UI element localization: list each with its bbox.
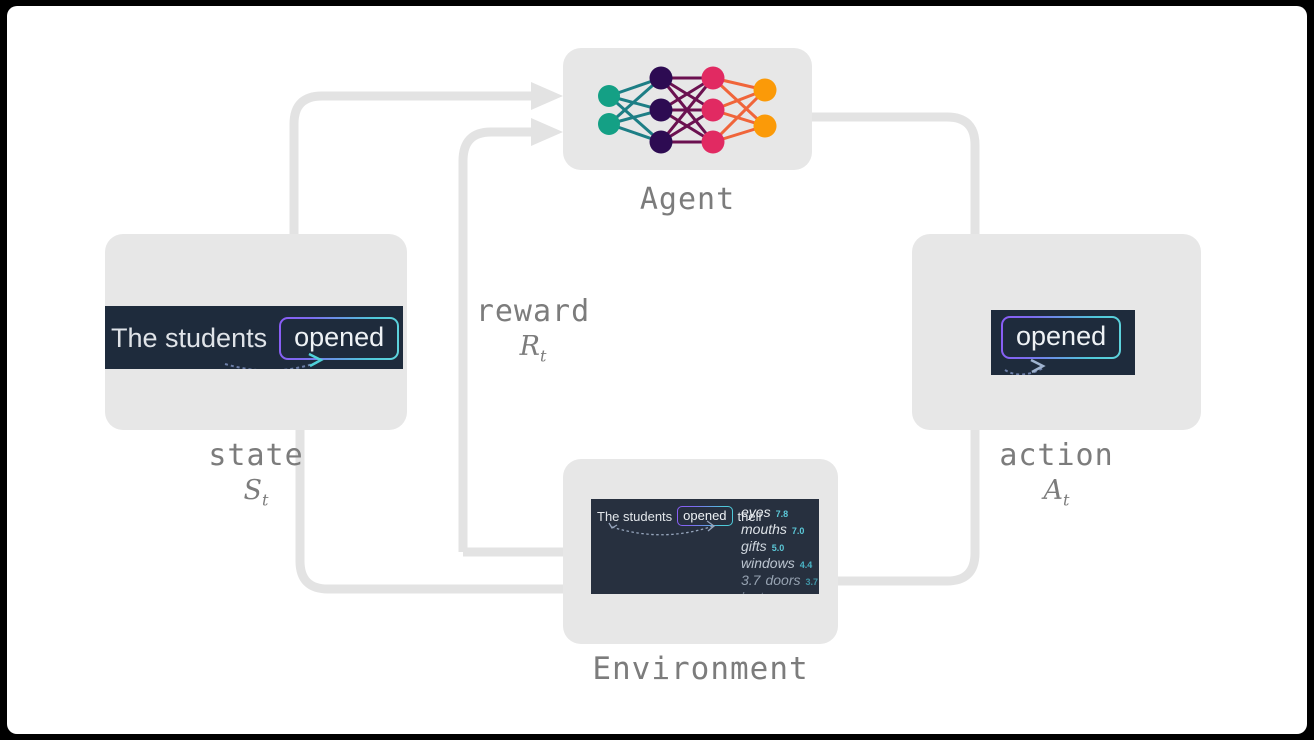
prediction-word-label: doors [765, 572, 801, 588]
agent-caption-label: Agent [639, 182, 736, 217]
prediction-score: 3.7 [805, 577, 819, 587]
prediction-row: windows 4.4 [741, 555, 818, 571]
reward-caption-label: reward [475, 294, 591, 329]
neural-network-icon [598, 66, 777, 154]
action-caption-label: action [999, 438, 1114, 473]
environment-suffix-text: their [737, 508, 763, 524]
prediction-row: gifts 5.0 [741, 538, 818, 554]
prediction-score: 7.8 [775, 509, 789, 519]
wire-state-to-agent [289, 91, 531, 234]
connector-layer [289, 82, 980, 594]
environment-caption: Environment [523, 651, 878, 687]
prediction-word: windows [741, 555, 795, 571]
prediction-word: gifts [741, 538, 767, 554]
action-symbol-letter: A [1043, 475, 1064, 506]
reward-caption-symbol: Rt [447, 331, 619, 365]
prediction-score: 7.0 [791, 526, 805, 536]
state-token-opened: opened [279, 317, 399, 360]
environment-prefix-text: The students [597, 508, 673, 524]
prediction-row: mouths 7.0 [741, 521, 818, 537]
environment-text-panel: The students opened their eyes 7.8 mouth… [591, 499, 819, 594]
action-text-panel: opened [991, 310, 1135, 375]
prediction-score: 4.4 [799, 560, 813, 570]
action-caption-symbol: At [912, 475, 1201, 509]
prediction-word: 3.7 [741, 572, 761, 588]
environment-caption-label: Environment [592, 651, 809, 687]
state-symbol-letter: S [243, 475, 263, 506]
reward-caption: reward Rt [447, 294, 619, 365]
environment-prediction-list: eyes 7.8 mouths 7.0 gifts 5.0 windows 4.… [741, 504, 818, 594]
environment-sentence: The students opened their [597, 506, 763, 526]
wire-state-to-environment [295, 430, 563, 594]
prediction-word: laptops [741, 589, 786, 594]
agent-caption: Agent [563, 182, 812, 217]
environment-card: The students opened their eyes 7.8 mouth… [563, 459, 838, 644]
prediction-score: 5.0 [771, 543, 785, 553]
state-text-panel: The students opened [105, 306, 403, 369]
wire-agent-to-action [812, 112, 980, 234]
state-card: The students opened [105, 234, 407, 430]
state-sentence: The students opened [111, 317, 399, 360]
agent-card [563, 48, 812, 170]
state-caption: state St [105, 438, 407, 509]
reward-symbol-index: t [539, 346, 547, 366]
state-symbol-index: t [262, 490, 269, 510]
reward-symbol-letter: R [519, 331, 540, 362]
arrowhead-reward-to-agent [531, 118, 563, 146]
state-caption-symbol: St [105, 475, 407, 509]
wire-reward-to-agent [458, 127, 531, 552]
wire-action-to-environment [838, 430, 980, 586]
prediction-row: eyes 7.8 [741, 504, 818, 520]
prediction-row: laptops 2.3 [741, 589, 818, 594]
state-caption-label: state [208, 438, 304, 473]
action-symbol-index: t [1063, 490, 1070, 510]
prediction-row: 3.7 doors 3.7 [741, 572, 818, 588]
environment-token-opened: opened [677, 506, 732, 526]
diagram-canvas: Agent The students opened state St [7, 6, 1307, 734]
action-card: opened [912, 234, 1201, 430]
arrowhead-state-to-agent [531, 82, 563, 110]
action-token-opened: opened [1001, 316, 1121, 359]
prediction-word: eyes [741, 504, 771, 520]
state-prefix-text: The students [111, 323, 268, 353]
prediction-word: mouths [741, 521, 787, 537]
action-caption: action At [912, 438, 1201, 509]
